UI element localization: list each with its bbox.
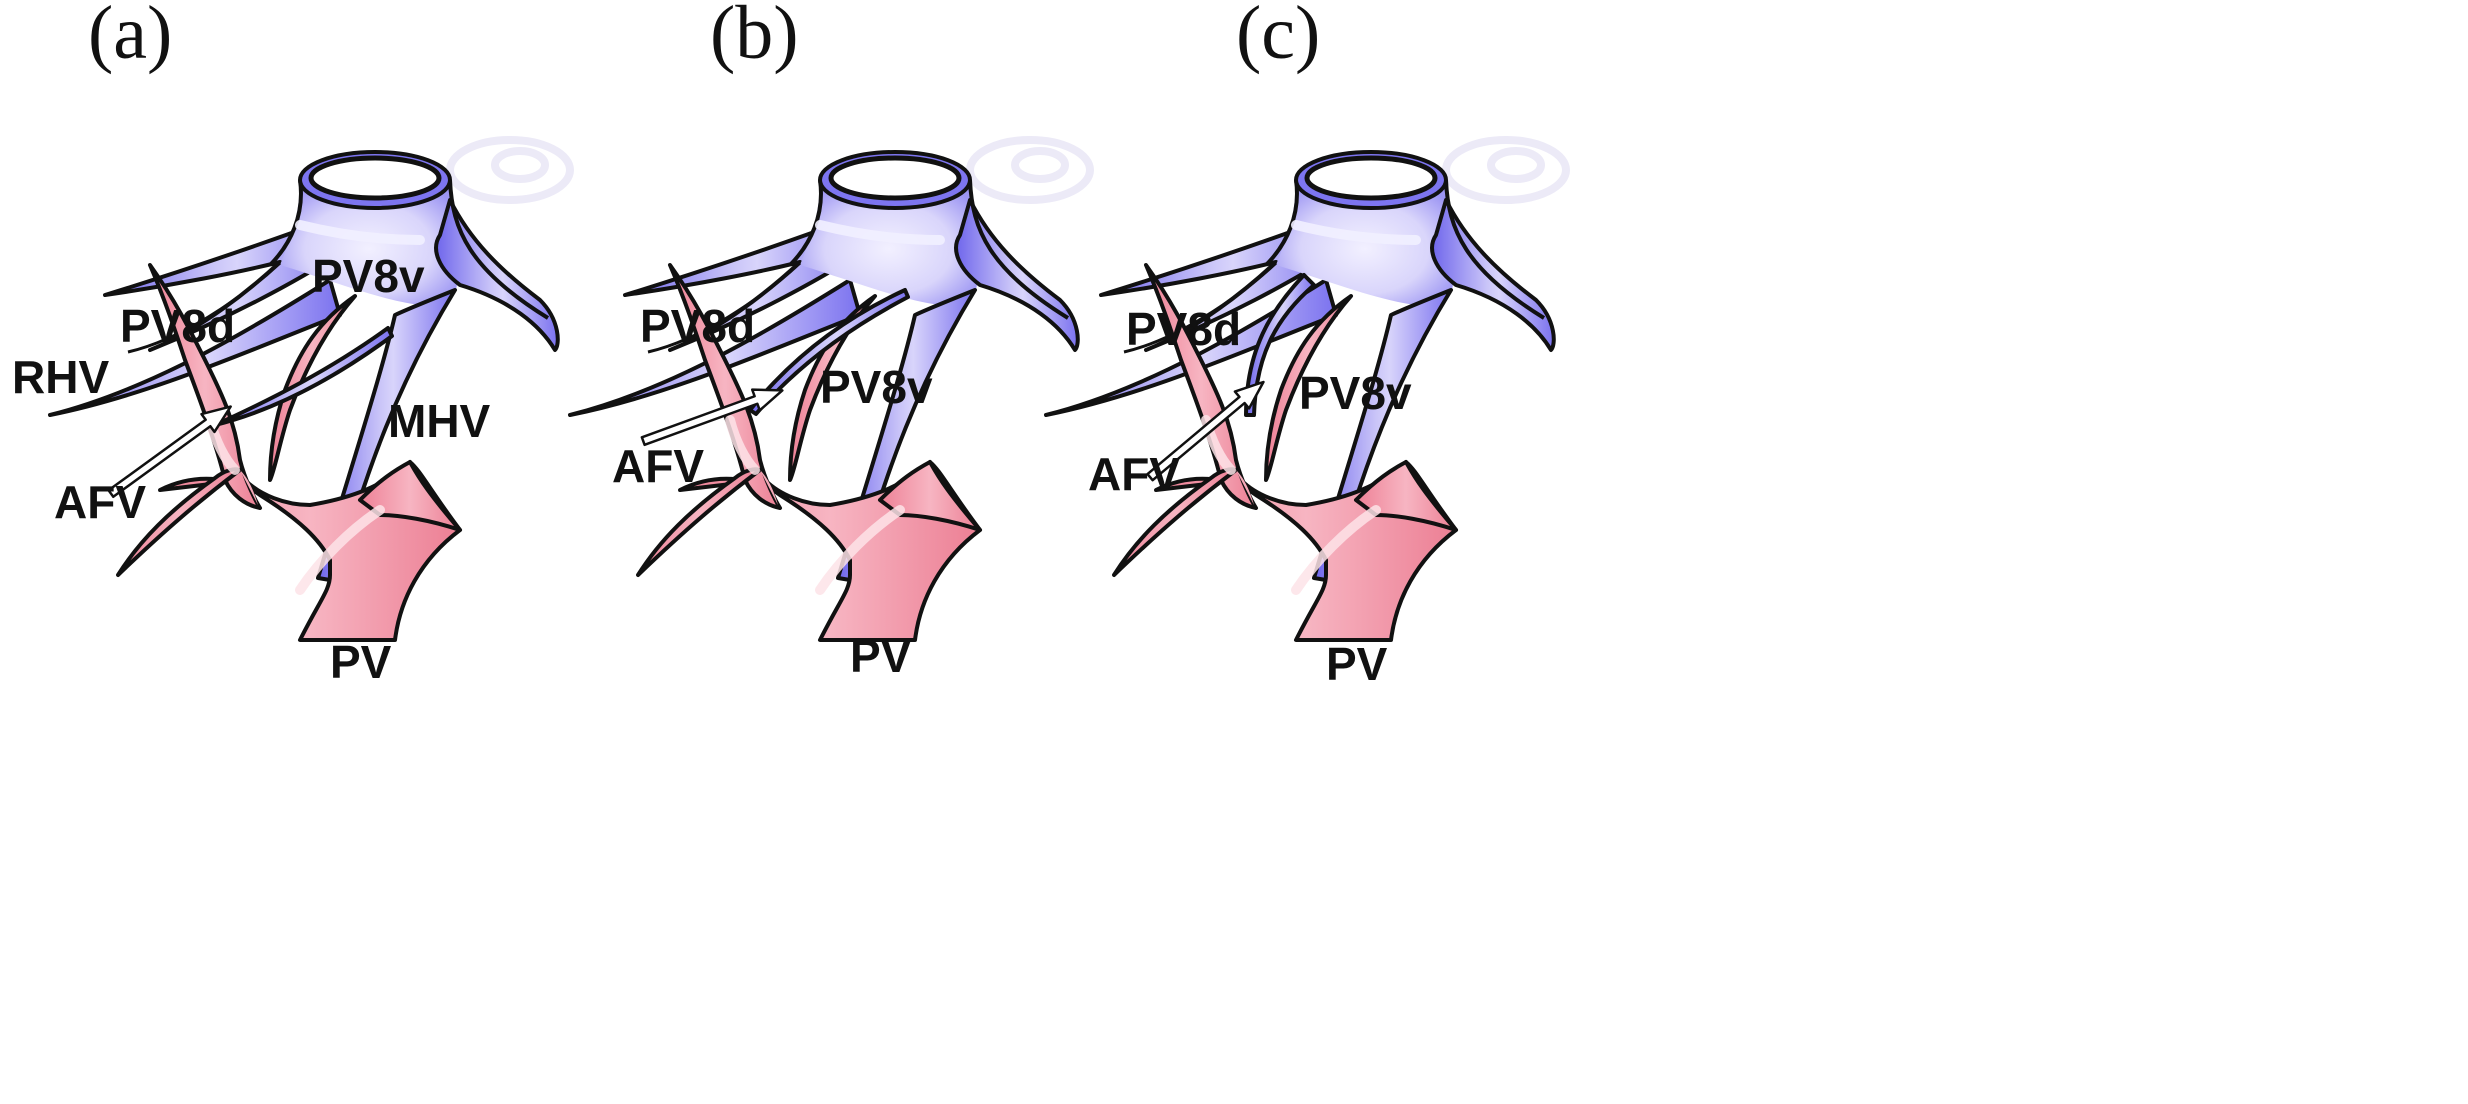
panel-c: (c) PV8d PV8v AFV PV xyxy=(1046,0,1566,690)
label-afv: AFV xyxy=(1088,448,1180,500)
label-afv: AFV xyxy=(612,440,704,492)
label-pv8v: PV8v xyxy=(312,250,425,302)
label-afv: AFV xyxy=(54,476,146,528)
panel-c-label: (c) xyxy=(1236,0,1320,75)
label-pv8d: PV8d xyxy=(640,300,755,352)
label-pv8d: PV8d xyxy=(120,300,235,352)
label-pv8d: PV8d xyxy=(1126,303,1241,355)
panel-a: (a) PV8v PV8d RHV MHV AFV PV xyxy=(12,0,570,688)
label-mhv: MHV xyxy=(388,395,491,447)
label-pv: PV xyxy=(330,636,392,688)
label-pv: PV xyxy=(1326,638,1388,690)
label-pv8v: PV8v xyxy=(820,361,933,413)
panel-b-label: (b) xyxy=(710,0,799,75)
label-pv: PV xyxy=(850,630,912,682)
panel-a-afv-vessel xyxy=(213,326,394,427)
panel-b: (b) PV8d PV8v AFV PV xyxy=(570,0,1090,682)
label-pv8v: PV8v xyxy=(1299,367,1412,419)
label-rhv: RHV xyxy=(12,351,109,403)
panel-a-label: (a) xyxy=(88,0,172,75)
